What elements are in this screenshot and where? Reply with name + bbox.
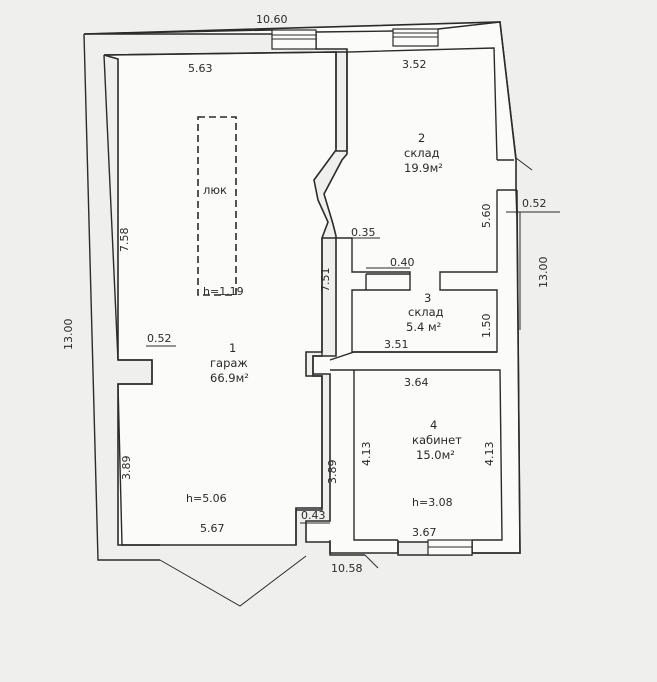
dim-office-bottom: 3.67: [412, 526, 437, 539]
outer-contour: [83, 21, 517, 159]
exterior-walls: [83, 21, 521, 554]
garage-number: 1: [229, 341, 236, 355]
storage2-inner-contour: [336, 47, 498, 161]
dim-storage3-bottom: 3.51: [384, 338, 409, 351]
dim-left-total: 13.00: [62, 319, 75, 351]
dim-storage3-height: 1.50: [480, 314, 493, 339]
dim-office-top: 3.64: [404, 376, 429, 389]
garage-area: 66.9м²: [210, 371, 249, 385]
hatch-outline: [197, 116, 237, 296]
dim-storage2-top: 3.52: [402, 58, 427, 71]
garage-name: гараж: [210, 356, 248, 370]
storage2-name: склад: [404, 146, 440, 160]
storage2-area: 19.9м²: [404, 161, 443, 175]
storage3-area: 5.4 м²: [406, 320, 441, 334]
dim-top-total: 10.60: [256, 13, 288, 26]
storage3-step: [365, 273, 410, 290]
storage3-name: склад: [408, 305, 444, 319]
storage2-number: 2: [418, 131, 425, 145]
office-entrance-line: [364, 554, 379, 569]
office-name: кабинет: [412, 433, 462, 447]
dim-storage3-step: 0.40: [390, 256, 415, 269]
dim-garage-bottom: 5.67: [200, 522, 225, 535]
dim-right-total: 13.00: [537, 257, 550, 289]
office-number: 4: [430, 418, 437, 432]
dim-bottom-total: 10.58: [331, 562, 363, 575]
hatch-height: h=1.19: [203, 285, 244, 298]
dim-garage-partition: 3.89: [326, 460, 339, 485]
dim-leaders: [146, 211, 560, 524]
dim-left-step: 0.52: [147, 332, 172, 345]
left-outer-wall: [83, 33, 160, 561]
office-area: 15.0м²: [416, 448, 455, 462]
office-height: h=3.08: [412, 496, 453, 509]
dim-storage2-right: 5.60: [480, 204, 493, 229]
garage-height: h=5.06: [186, 492, 227, 505]
garage-gate-lines: [159, 555, 307, 607]
dim-partition-left: 7.51: [319, 268, 332, 293]
dim-office-left: 4.13: [360, 442, 373, 467]
office-walls: [329, 351, 503, 556]
dim-left-upper: 7.58: [118, 228, 131, 253]
dim-garage-step: 0.43: [301, 509, 326, 522]
hatch-label: люк: [203, 183, 227, 197]
dim-left-lower: 3.89: [120, 456, 133, 481]
storage2-door-swing: [515, 157, 533, 171]
dim-partition-step: 0.35: [351, 226, 376, 239]
storage3-number: 3: [424, 291, 431, 305]
dim-right-step: 0.52: [522, 197, 547, 210]
dim-office-right: 4.13: [483, 442, 496, 467]
right-outer-wall: [472, 189, 521, 554]
dim-garage-top: 5.63: [188, 62, 213, 75]
